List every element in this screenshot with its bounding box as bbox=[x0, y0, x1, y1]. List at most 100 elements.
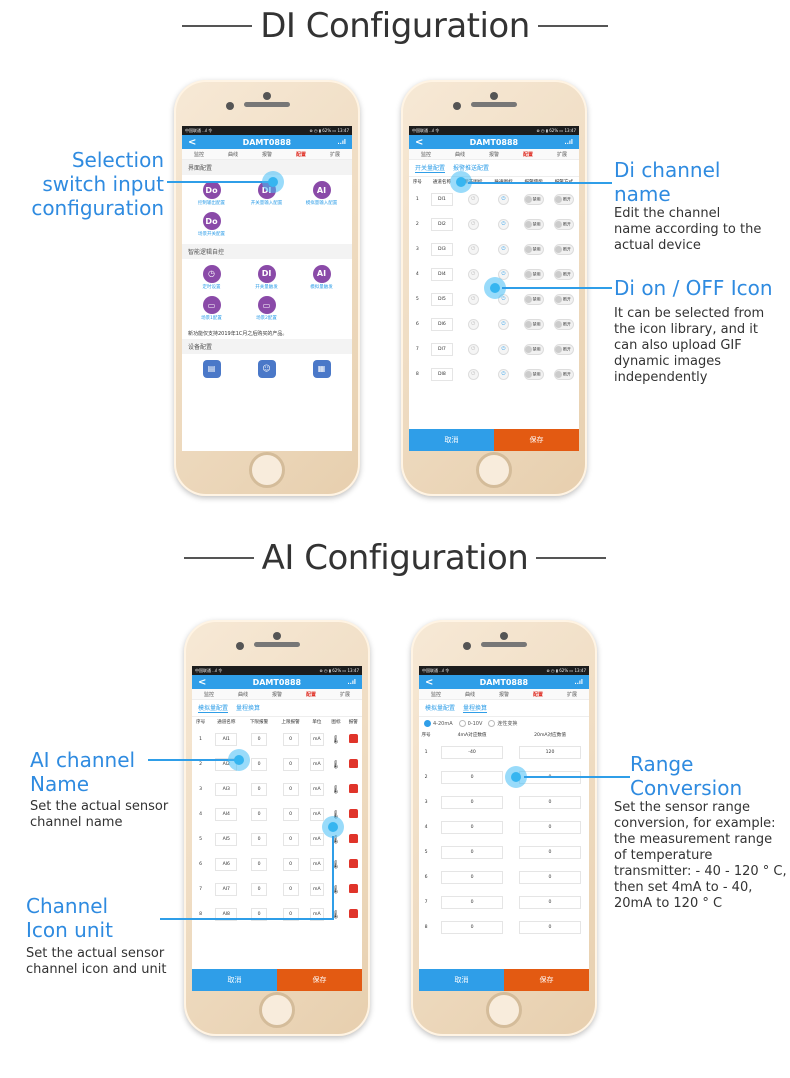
cancel-button[interactable]: 取消 bbox=[419, 969, 504, 991]
power-off-icon[interactable]: ⏻ bbox=[467, 244, 479, 255]
power-on-icon[interactable]: ⏻ bbox=[497, 319, 509, 330]
grid-item-device-2[interactable]: ☺ bbox=[239, 359, 294, 378]
low-alarm-input[interactable]: 0 bbox=[251, 758, 268, 771]
channel-name-input[interactable]: AI1 bbox=[215, 733, 238, 746]
tab-alarm[interactable]: 报警 bbox=[498, 691, 509, 698]
channel-name-input[interactable]: DI2 bbox=[430, 218, 453, 231]
value-20ma-input[interactable]: 0 bbox=[519, 871, 582, 884]
grid-item-scene1[interactable]: ▭场景1配置 bbox=[184, 296, 239, 321]
unit-input[interactable]: mA bbox=[309, 758, 324, 771]
cancel-button[interactable]: 取消 bbox=[409, 429, 494, 451]
tab-range-convert[interactable]: 量程换算 bbox=[236, 705, 261, 712]
alarm-mode-toggle[interactable]: 断开 bbox=[553, 319, 574, 330]
alarm-light-icon[interactable] bbox=[348, 884, 358, 893]
unit-input[interactable]: mA bbox=[309, 908, 324, 921]
thermometer-icon[interactable]: 🌡 bbox=[330, 860, 342, 869]
cancel-button[interactable]: 取消 bbox=[192, 969, 277, 991]
home-button[interactable] bbox=[476, 452, 512, 488]
alarm-light-icon[interactable] bbox=[348, 759, 358, 768]
tab-analog-config[interactable]: 模拟量配置 bbox=[425, 705, 456, 712]
value-4ma-input[interactable]: 0 bbox=[441, 796, 504, 809]
back-icon[interactable]: < bbox=[188, 136, 197, 148]
back-icon[interactable]: < bbox=[425, 676, 434, 688]
high-alarm-input[interactable]: 0 bbox=[282, 908, 299, 921]
tab-switch-config[interactable]: 开关量配置 bbox=[415, 165, 446, 173]
power-off-icon[interactable]: ⏻ bbox=[467, 319, 479, 330]
alarm-light-icon[interactable] bbox=[348, 834, 358, 843]
value-20ma-input[interactable]: 120 bbox=[519, 746, 582, 759]
alarm-mode-toggle[interactable]: 断开 bbox=[553, 369, 574, 380]
tab-extend[interactable]: 扩展 bbox=[329, 151, 340, 158]
value-20ma-input[interactable]: 0 bbox=[519, 896, 582, 909]
power-on-icon[interactable]: ⏻ bbox=[497, 194, 509, 205]
alarm-mode-toggle[interactable]: 断开 bbox=[553, 194, 574, 205]
tab-alarm[interactable]: 报警 bbox=[261, 151, 272, 158]
high-alarm-input[interactable]: 0 bbox=[282, 833, 299, 846]
thermometer-icon[interactable]: 🌡 bbox=[330, 885, 342, 894]
alarm-light-icon[interactable] bbox=[348, 859, 358, 868]
power-on-icon[interactable]: ⏻ bbox=[497, 369, 509, 380]
power-off-icon[interactable]: ⏻ bbox=[467, 344, 479, 355]
power-off-icon[interactable]: ⏻ bbox=[467, 369, 479, 380]
tab-analog-config[interactable]: 模拟量配置 bbox=[198, 705, 229, 713]
channel-name-input[interactable]: DI3 bbox=[430, 243, 453, 256]
alarm-enable-toggle[interactable]: 禁用 bbox=[523, 269, 544, 280]
thermometer-icon[interactable]: 🌡 bbox=[330, 785, 342, 794]
thermometer-icon[interactable]: 🌡 bbox=[330, 835, 342, 844]
power-off-icon[interactable]: ⏻ bbox=[467, 194, 479, 205]
unit-input[interactable]: mA bbox=[309, 858, 324, 871]
alarm-enable-toggle[interactable]: 禁用 bbox=[523, 294, 544, 305]
alarm-mode-toggle[interactable]: 断开 bbox=[553, 294, 574, 305]
home-button[interactable] bbox=[249, 452, 285, 488]
low-alarm-input[interactable]: 0 bbox=[251, 783, 268, 796]
value-4ma-input[interactable]: 0 bbox=[441, 846, 504, 859]
save-button[interactable]: 保存 bbox=[494, 429, 579, 451]
alarm-enable-toggle[interactable]: 禁用 bbox=[523, 344, 544, 355]
thermometer-icon[interactable]: 🌡 bbox=[330, 810, 342, 819]
low-alarm-input[interactable]: 0 bbox=[251, 858, 268, 871]
power-off-icon[interactable]: ⏻ bbox=[467, 219, 479, 230]
unit-input[interactable]: mA bbox=[309, 883, 324, 896]
high-alarm-input[interactable]: 0 bbox=[282, 758, 299, 771]
high-alarm-input[interactable]: 0 bbox=[282, 858, 299, 871]
channel-name-input[interactable]: AI7 bbox=[215, 883, 238, 896]
alarm-enable-toggle[interactable]: 禁用 bbox=[523, 369, 544, 380]
tab-extend[interactable]: 扩展 bbox=[566, 691, 577, 698]
channel-name-input[interactable]: DI4 bbox=[430, 268, 453, 281]
channel-name-input[interactable]: DI6 bbox=[430, 318, 453, 331]
alarm-enable-toggle[interactable]: 禁用 bbox=[523, 194, 544, 205]
value-20ma-input[interactable]: 0 bbox=[519, 796, 582, 809]
low-alarm-input[interactable]: 0 bbox=[251, 808, 268, 821]
power-on-icon[interactable]: ⏻ bbox=[497, 244, 509, 255]
tab-config[interactable]: 配置 bbox=[305, 691, 316, 698]
tab-alarm[interactable]: 报警 bbox=[271, 691, 282, 698]
tab-curve[interactable]: 曲线 bbox=[227, 151, 238, 158]
channel-name-input[interactable]: DI7 bbox=[430, 343, 453, 356]
alarm-mode-toggle[interactable]: 断开 bbox=[553, 219, 574, 230]
alarm-mode-toggle[interactable]: 断开 bbox=[553, 244, 574, 255]
alarm-light-icon[interactable] bbox=[348, 909, 358, 918]
grid-item-device-3[interactable]: ▦ bbox=[294, 359, 349, 378]
value-20ma-input[interactable]: 0 bbox=[519, 846, 582, 859]
tab-monitor[interactable]: 监控 bbox=[430, 691, 441, 698]
low-alarm-input[interactable]: 0 bbox=[251, 733, 268, 746]
tab-monitor[interactable]: 监控 bbox=[193, 151, 204, 158]
channel-name-input[interactable]: AI6 bbox=[215, 858, 238, 871]
radio-4-20ma[interactable]: 4-20mA bbox=[424, 720, 453, 727]
grid-item-device-1[interactable]: ▤ bbox=[184, 359, 239, 378]
low-alarm-input[interactable]: 0 bbox=[251, 883, 268, 896]
thermometer-icon[interactable]: 🌡 bbox=[330, 760, 342, 769]
unit-input[interactable]: mA bbox=[309, 733, 324, 746]
unit-input[interactable]: mA bbox=[309, 808, 324, 821]
tab-config[interactable]: 配置 bbox=[295, 151, 306, 158]
low-alarm-input[interactable]: 0 bbox=[251, 833, 268, 846]
home-button[interactable] bbox=[486, 992, 522, 1028]
alarm-mode-toggle[interactable]: 断开 bbox=[553, 344, 574, 355]
tab-alarm[interactable]: 报警 bbox=[488, 151, 499, 158]
tab-monitor[interactable]: 监控 bbox=[203, 691, 214, 698]
